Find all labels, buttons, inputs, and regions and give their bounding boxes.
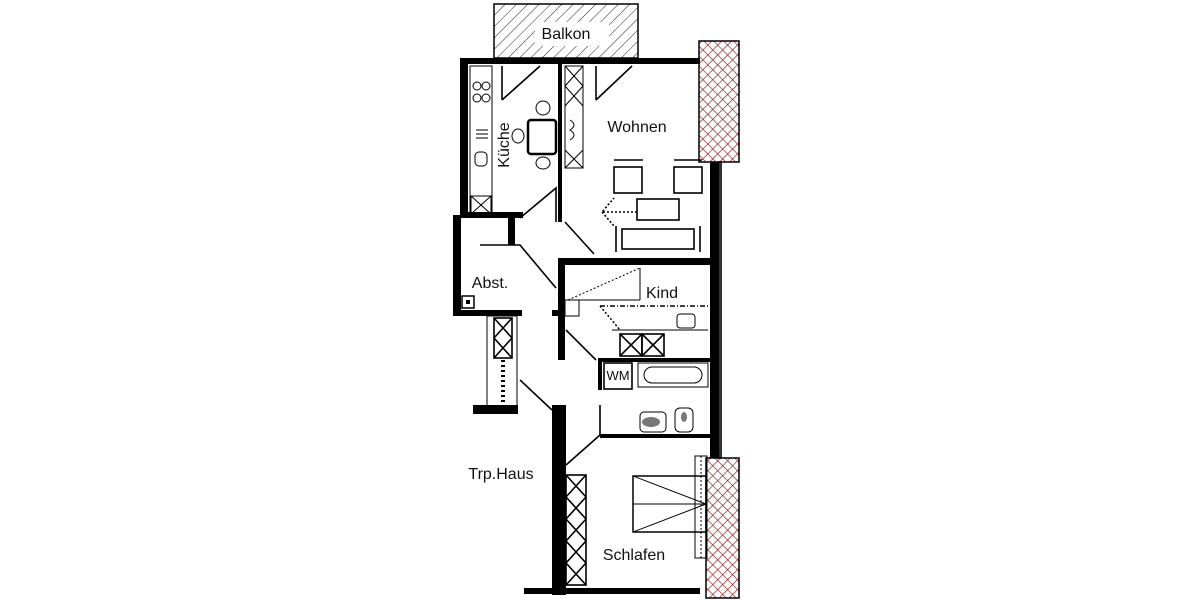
doors [480, 65, 633, 466]
abst-socket [461, 295, 475, 309]
kitchen-counter [469, 65, 493, 217]
wall-cabinet [564, 65, 584, 169]
dining-table [511, 100, 558, 170]
room-label-schlafen: Schlafen [603, 547, 665, 564]
bed [632, 455, 708, 559]
kids-room-furniture [564, 267, 708, 357]
room-label-balkon: Balkon [542, 26, 591, 43]
room-label-kueche: Küche [496, 122, 513, 167]
walls [453, 58, 722, 595]
bathroom-fixtures [603, 362, 709, 433]
room-label-kind: Kind [646, 285, 678, 302]
planter-bottom [705, 457, 740, 599]
balcony [493, 3, 639, 59]
planter-top [698, 40, 740, 163]
sofa-set [600, 159, 703, 252]
label-washing-machine: WM [606, 368, 629, 383]
room-label-treppenhaus: Trp.Haus [468, 466, 533, 483]
stair-closet [493, 317, 513, 405]
wardrobe [565, 474, 587, 586]
room-label-wohnen: Wohnen [607, 119, 666, 136]
room-label-abst: Abst. [472, 275, 508, 292]
